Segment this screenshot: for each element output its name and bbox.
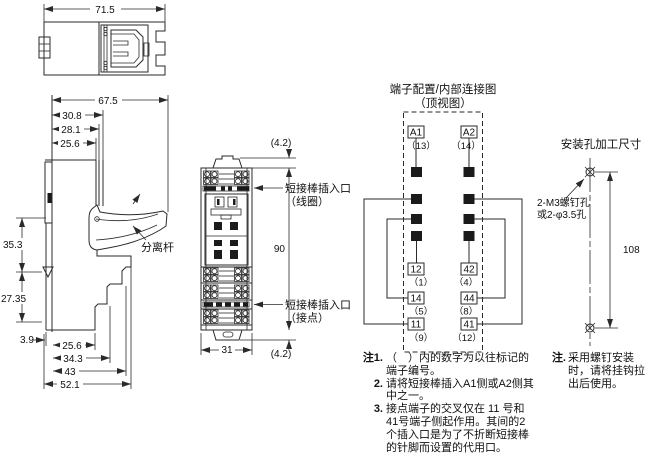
terminal-41: 41 xyxy=(463,320,475,331)
terminal-11: 11 xyxy=(411,320,422,331)
terminal-diagram-title: 端子配置/内部连接图 xyxy=(390,82,497,96)
note3-marker: 3. xyxy=(373,403,383,416)
terminal-a2: A2 xyxy=(463,128,476,139)
note-right: 注. 采用螺钉安装时，请将挂钩拉出后使用。 xyxy=(549,352,649,390)
terminal-14: 14 xyxy=(410,294,422,305)
note2-text: 请将短接棒插入A1侧或A2侧其中之一。 xyxy=(386,377,534,403)
terminal-42: 42 xyxy=(463,265,475,276)
note3-text: 接点端子的交叉仅在 11 号和41号端子侧起作用。其间的2个插入口是为了不折断短… xyxy=(386,403,529,454)
notes-left: 注1. （ ）内的数字为以往标记的端子编号。 2. 请将短接棒插入A1侧或A2侧… xyxy=(357,352,535,454)
note-item-1: 注1. （ ）内的数字为以往标记的端子编号。 xyxy=(357,352,535,378)
dim-front-height: 90 xyxy=(274,244,286,255)
lever-label: 分离杆 xyxy=(141,240,174,254)
hole-spec-label-line2: 或2-φ3.5孔 xyxy=(537,209,586,221)
mounting-hole-bottom-icon xyxy=(585,323,595,333)
dim-front-top-tab: (4.2) xyxy=(271,138,292,149)
dim-52-1: 52.1 xyxy=(60,380,80,391)
terminal-a1: A1 xyxy=(410,128,423,139)
terminal-41-old: （12） xyxy=(452,332,482,344)
note-right-text: 采用螺钉安装时，请将挂钩拉出后使用。 xyxy=(568,352,645,390)
mounting-hole-drawing: 安装孔加工尺寸 108 2-M3螺钉孔 或2-φ3.5孔 xyxy=(537,137,641,346)
note1-marker: 注1. xyxy=(362,352,383,364)
contact-port-label-line1: 短接棒插入口 xyxy=(285,298,351,312)
coil-port-label-line1: 短接棒插入口 xyxy=(285,181,351,195)
hole-spec-label-line1: 2-M3螺钉孔 xyxy=(537,197,590,209)
dim-30-8: 30.8 xyxy=(62,111,82,122)
terminal-42-old: （4） xyxy=(454,277,478,289)
internal-link-11 xyxy=(363,198,411,325)
note-right-marker: 注. xyxy=(551,352,566,364)
terminal-11-old: （9） xyxy=(409,332,433,344)
dim-front-width: 31 xyxy=(221,345,233,356)
note-right-item: 注. 采用螺钉安装时，请将挂钩拉出后使用。 xyxy=(549,352,649,390)
dim-side-overall: 67.5 xyxy=(98,96,118,107)
dim-34-3: 34.3 xyxy=(63,354,83,365)
terminal-14-old: （5） xyxy=(409,306,433,318)
terminal-12-old: （1） xyxy=(409,277,433,289)
top-view-drawing: 71.5 xyxy=(38,2,166,76)
terminal-44: 44 xyxy=(463,294,475,305)
dim-front-bottom-tab: (4.2) xyxy=(271,349,292,360)
terminal-connection-diagram: 端子配置/内部连接图 （顶视图） A1 A2 （13） （14） 12 14 1… xyxy=(363,82,523,353)
note-item-3: 3. 接点端子的交叉仅在 11 号和41号端子侧起作用。其间的2个插入口是为了不… xyxy=(357,403,535,454)
dim-25-6-bottom: 25.6 xyxy=(62,341,82,352)
dim-hole-pitch: 108 xyxy=(623,245,640,256)
terminal-diagram-subtitle: （顶视图） xyxy=(414,96,472,110)
terminal-a1-old: （13） xyxy=(406,140,436,152)
mounting-title: 安装孔加工尺寸 xyxy=(561,137,642,151)
terminal-44-old: （8） xyxy=(454,306,478,318)
coil-port-label-line2: （线圈） xyxy=(285,194,329,208)
internal-link-14 xyxy=(386,218,411,299)
note-item-2: 2. 请将短接棒插入A1侧或A2侧其中之一。 xyxy=(357,378,535,404)
dim-top-overall-width: 71.5 xyxy=(95,5,115,16)
mounting-hole-top-icon xyxy=(585,167,595,177)
dim-35-3: 35.3 xyxy=(3,240,23,251)
note2-marker: 2. xyxy=(373,377,383,390)
dim-25-6-top: 25.6 xyxy=(60,139,80,150)
terminal-a2-old: （14） xyxy=(451,140,481,152)
contact-port-label-line2: （接点） xyxy=(285,312,329,325)
note1-text: （ ）内的数字为以往标记的端子编号。 xyxy=(386,352,529,377)
dim-28-1: 28.1 xyxy=(61,125,81,136)
internal-link-44 xyxy=(474,218,506,299)
internal-link-41 xyxy=(474,198,523,325)
terminal-12: 12 xyxy=(410,265,422,276)
front-view-drawing: (4.2) 90 (4.2) 31 短接棒插入口 （线圈） 短接棒插入口 （接点… xyxy=(200,138,351,360)
dim-43: 43 xyxy=(64,367,76,378)
side-view-drawing: 67.5 30.8 28.1 25.6 35.3 27.35 3.9 25.6 xyxy=(0,94,174,391)
dim-3-9: 3.9 xyxy=(20,335,34,346)
dim-27-35: 27.35 xyxy=(1,294,26,305)
